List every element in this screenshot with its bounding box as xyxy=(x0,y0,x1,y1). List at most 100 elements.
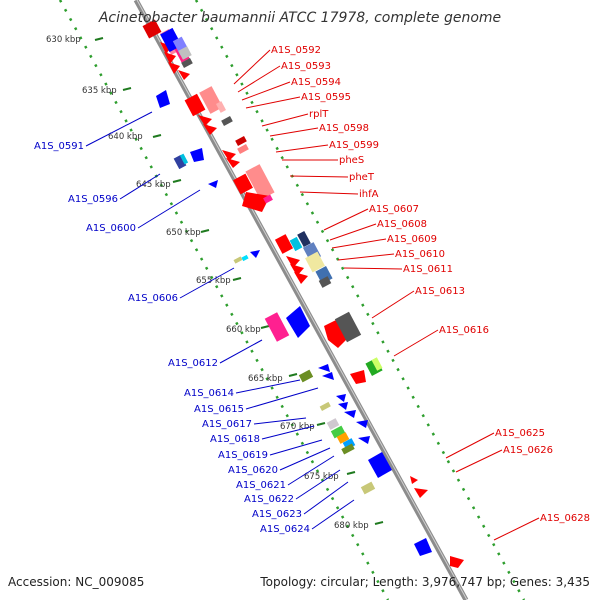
gene-arrow[interactable] xyxy=(178,70,190,80)
gene-label[interactable]: pheT xyxy=(349,172,375,183)
gene-glyph[interactable] xyxy=(330,425,346,439)
gene-label[interactable]: A1S_0618 xyxy=(210,434,260,445)
gene-label[interactable]: A1S_0623 xyxy=(252,509,302,520)
gene-label[interactable]: A1S_0610 xyxy=(395,249,445,260)
gene-block-rplT-0599[interactable] xyxy=(222,136,249,168)
gene-glyph[interactable] xyxy=(289,236,303,252)
gene-block-0617-0621[interactable] xyxy=(319,394,370,455)
gene-label[interactable]: A1S_0620 xyxy=(228,465,278,476)
gene-label[interactable]: A1S_0617 xyxy=(202,419,252,430)
gene-glyph[interactable] xyxy=(221,116,233,126)
gene-label[interactable]: A1S_0599 xyxy=(329,140,379,151)
gene-arrow[interactable] xyxy=(414,538,432,556)
gene-glyph[interactable] xyxy=(263,194,273,204)
gene-arrow[interactable] xyxy=(368,452,392,478)
gene-glyph[interactable] xyxy=(371,357,383,371)
gene-block-0589[interactable] xyxy=(160,27,193,68)
gene-label[interactable]: A1S_0621 xyxy=(236,480,286,491)
gene-arrow[interactable] xyxy=(336,394,346,402)
gene-glyph[interactable] xyxy=(142,19,162,39)
gene-arrow[interactable] xyxy=(242,192,270,212)
gene-label[interactable]: rplT xyxy=(309,109,329,120)
gene-label[interactable]: ihfA xyxy=(359,189,379,200)
gene-arrow[interactable] xyxy=(198,115,212,126)
gene-0591[interactable] xyxy=(156,90,170,108)
gene-label[interactable]: A1S_0611 xyxy=(403,264,453,275)
gene-label[interactable]: A1S_0615 xyxy=(194,404,244,415)
gene-glyph[interactable] xyxy=(181,58,193,68)
gene-block-0622-0624[interactable] xyxy=(360,452,432,556)
gene-label[interactable]: A1S_0619 xyxy=(218,450,268,461)
gene-arrow[interactable] xyxy=(358,436,370,444)
gene-arrow[interactable] xyxy=(410,476,418,484)
gene-arrow[interactable] xyxy=(190,148,204,162)
gene-label[interactable]: A1S_0608 xyxy=(377,219,427,230)
gene-block-0625-0628[interactable] xyxy=(410,476,464,568)
gene-glyph[interactable] xyxy=(233,256,243,264)
gene-glyph[interactable] xyxy=(298,369,314,383)
gene-glyph[interactable] xyxy=(326,418,340,430)
gene-arrow[interactable] xyxy=(356,420,368,428)
gene-glyph[interactable] xyxy=(235,136,247,146)
gene-label[interactable]: A1S_0622 xyxy=(244,494,294,505)
gene-glyph[interactable] xyxy=(184,93,206,117)
gene-arrow[interactable] xyxy=(344,410,356,418)
gene-arrow[interactable] xyxy=(250,250,260,258)
gene-0600[interactable] xyxy=(208,180,218,188)
gene-label[interactable]: A1S_0594 xyxy=(291,77,341,88)
gene-label[interactable]: A1S_0624 xyxy=(260,524,310,535)
gene-arrow[interactable] xyxy=(322,372,334,380)
gene-glyph[interactable] xyxy=(360,481,376,495)
gene-label[interactable]: A1S_0613 xyxy=(415,286,465,297)
gene-arrow[interactable] xyxy=(450,556,464,568)
gene-glyph[interactable] xyxy=(173,154,187,170)
gene-label[interactable]: pheS xyxy=(339,155,364,166)
gene-block-0614-0615[interactable] xyxy=(298,364,334,383)
gene-glyph[interactable] xyxy=(319,401,331,411)
gene-arrow[interactable] xyxy=(350,370,366,384)
gene-glyph[interactable] xyxy=(178,46,192,60)
gene-glyph[interactable] xyxy=(318,276,332,288)
gene-arrow[interactable] xyxy=(338,402,348,410)
gene-arrow[interactable] xyxy=(203,124,217,135)
gene-block-0607-0611[interactable] xyxy=(274,230,333,288)
gene-glyph[interactable] xyxy=(264,312,290,342)
gene-glyph[interactable] xyxy=(241,254,249,262)
gene-block-0616[interactable] xyxy=(350,357,383,384)
gene-glyph[interactable] xyxy=(274,234,294,254)
gene-label[interactable]: A1S_0625 xyxy=(495,428,545,439)
gene-arrow[interactable] xyxy=(294,272,308,284)
gene-arrow[interactable] xyxy=(318,364,330,372)
gene-glyph[interactable] xyxy=(179,153,189,165)
gene-arrow[interactable] xyxy=(286,306,310,338)
gene-arrow[interactable] xyxy=(168,62,180,74)
gene-block-0613[interactable] xyxy=(324,311,362,348)
gene-arrow[interactable] xyxy=(286,256,300,268)
gene-label[interactable]: A1S_0591 xyxy=(34,141,84,152)
gene-block-0596[interactable] xyxy=(173,148,204,170)
gene-glyph[interactable] xyxy=(334,311,362,343)
gene-block-0606[interactable] xyxy=(233,250,260,264)
gene-block-0612[interactable] xyxy=(264,306,310,342)
gene-label[interactable]: A1S_0606 xyxy=(128,293,178,304)
gene-glyph[interactable] xyxy=(245,164,275,200)
gene-arrow[interactable] xyxy=(164,52,176,64)
gene-glyph[interactable] xyxy=(233,173,253,195)
gene-label[interactable]: A1S_0600 xyxy=(86,223,136,234)
gene-label[interactable]: A1S_0614 xyxy=(184,388,234,399)
gene-label[interactable]: A1S_0596 xyxy=(68,194,118,205)
gene-arrow[interactable] xyxy=(290,264,304,276)
gene-glyph[interactable] xyxy=(305,251,325,273)
gene-label[interactable]: A1S_0626 xyxy=(503,445,553,456)
gene-block-pheS-ihfA[interactable] xyxy=(233,164,275,212)
gene-glyph[interactable] xyxy=(297,230,311,248)
gene-glyph[interactable] xyxy=(237,144,249,154)
gene-label[interactable]: A1S_0593 xyxy=(281,61,331,72)
gene-glyph[interactable] xyxy=(341,443,355,455)
gene-label[interactable]: A1S_0595 xyxy=(301,92,351,103)
gene-arrow[interactable] xyxy=(414,488,428,498)
gene-label[interactable]: A1S_0628 xyxy=(540,513,590,524)
gene-arrow[interactable] xyxy=(222,150,236,161)
gene-label[interactable]: A1S_0609 xyxy=(387,234,437,245)
gene-label[interactable]: A1S_0598 xyxy=(319,123,369,134)
